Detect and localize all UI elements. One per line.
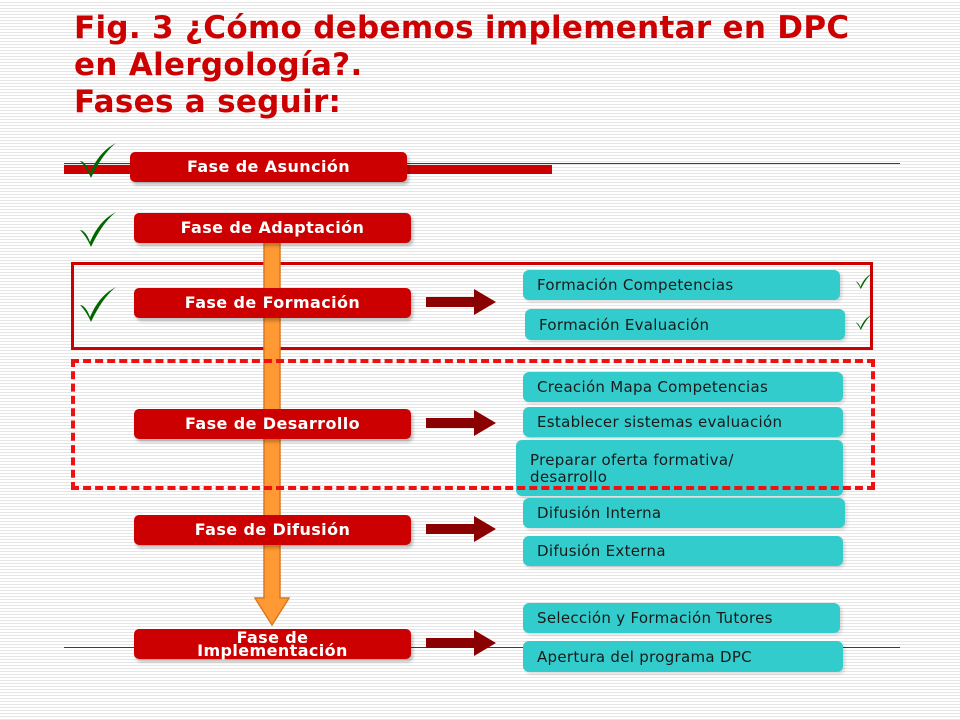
desarrollo-item-mapa: Creación Mapa Competencias — [523, 372, 843, 402]
check-icon — [80, 287, 116, 322]
title-line-2: en Alergología?. — [74, 47, 363, 83]
phase-label-line-1: Fase de — [236, 628, 309, 647]
arrow-right-icon — [426, 410, 496, 436]
sub-item-label: Difusión Externa — [537, 542, 666, 560]
phase-difusion: Fase de Difusión — [134, 515, 411, 545]
phase-label: Fase de Desarrollo — [185, 414, 360, 433]
title-line-3: Fases a seguir: — [74, 84, 342, 120]
sub-item-label: Difusión Interna — [537, 504, 662, 522]
title-line-1: Fig. 3 ¿Cómo debemos implementar en DPC — [74, 10, 850, 46]
formacion-item-competencias: Formación Competencias — [523, 270, 840, 300]
difusion-item-externa: Difusión Externa — [523, 536, 843, 566]
phase-label: Fase de Adaptación — [180, 218, 365, 237]
phase-label-line-2: Implementación — [197, 641, 348, 660]
formacion-item-evaluacion: Formación Evaluación — [525, 309, 845, 340]
sub-item-label: Formación Competencias — [537, 276, 734, 294]
phase-label: Fase de Difusión — [194, 520, 351, 539]
check-icon — [855, 273, 873, 290]
phase-asuncion: Fase de Asunción — [130, 152, 407, 182]
difusion-item-interna: Difusión Interna — [523, 498, 845, 528]
implementacion-item-apertura: Apertura del programa DPC — [523, 641, 843, 672]
formacion-frame — [71, 262, 873, 350]
check-icon — [80, 143, 116, 178]
phase-implementacion: Fase de Implementación — [134, 629, 411, 659]
phase-formacion: Fase de Formación — [134, 288, 411, 318]
desarrollo-item-oferta: Preparar oferta formativa/ desarrollo — [516, 440, 843, 496]
check-icon — [80, 212, 116, 247]
arrow-right-icon — [426, 516, 496, 542]
slide-title: Fig. 3 ¿Cómo debemos implementar en DPC … — [74, 10, 934, 121]
phase-adaptacion: Fase de Adaptación — [134, 213, 411, 243]
sub-item-label: Selección y Formación Tutores — [537, 609, 773, 627]
desarrollo-item-sistemas: Establecer sistemas evaluación — [523, 407, 843, 437]
phase-desarrollo: Fase de Desarrollo — [134, 409, 411, 439]
implementacion-item-tutores: Selección y Formación Tutores — [523, 603, 840, 633]
sub-item-label: Preparar oferta formativa/ desarrollo — [530, 451, 734, 486]
sub-item-label: Establecer sistemas evaluación — [537, 413, 783, 431]
arrow-right-icon — [426, 289, 496, 315]
phase-label: Fase de Formación — [184, 293, 361, 312]
arrow-right-icon — [426, 630, 496, 656]
top-rule-line — [64, 163, 900, 164]
phase-label: Fase de Asunción — [186, 157, 351, 176]
check-icon — [855, 314, 873, 331]
sub-item-label: Formación Evaluación — [539, 315, 710, 334]
sub-item-label: Apertura del programa DPC — [537, 647, 752, 666]
sub-item-label: Creación Mapa Competencias — [537, 378, 769, 396]
